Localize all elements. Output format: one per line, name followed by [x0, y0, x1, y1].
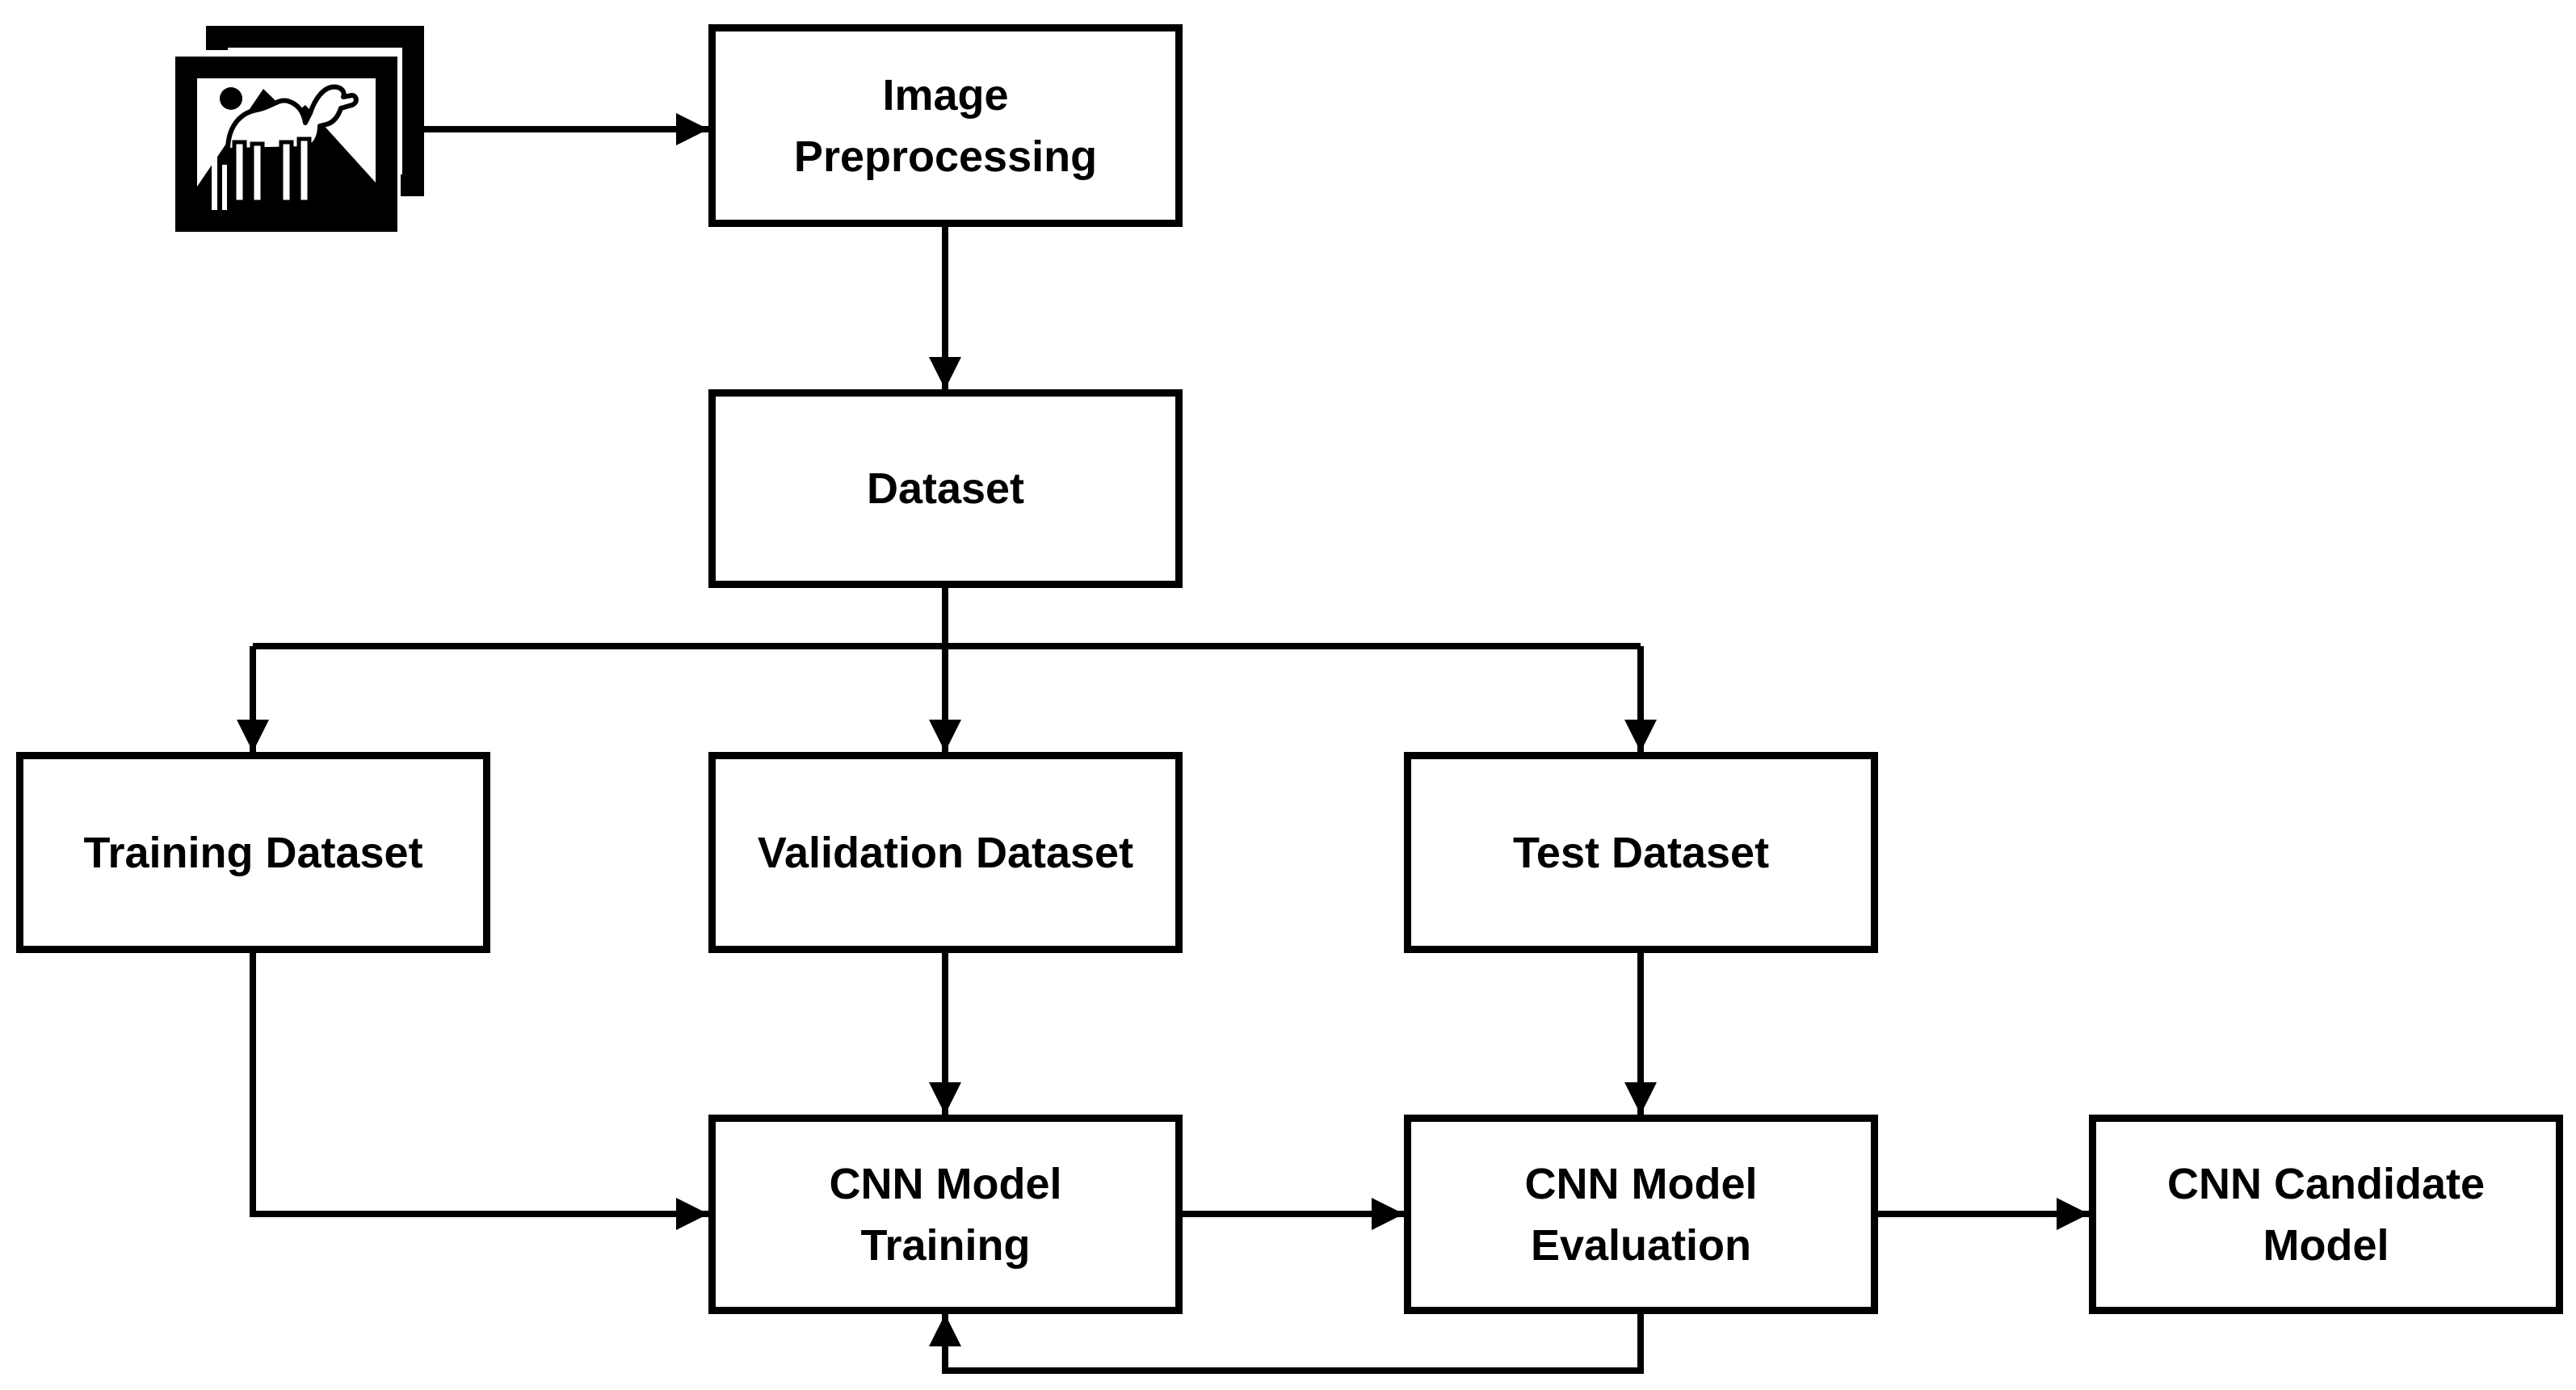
sun-glyph: [220, 87, 242, 110]
node-dataset: Dataset: [708, 389, 1183, 588]
node-label-line: Training: [860, 1220, 1031, 1270]
node-cnn-candidate-model: CNN Candidate Model: [2089, 1115, 2563, 1314]
node-test-dataset: Test Dataset: [1404, 752, 1878, 953]
node-label-line: Image: [882, 70, 1009, 120]
node-label-line: Dataset: [866, 464, 1025, 513]
stacked-images-icon: [169, 26, 424, 236]
node-label-line: Validation Dataset: [757, 828, 1134, 877]
node-validation-dataset: Validation Dataset: [708, 752, 1183, 953]
node-cnn-model-evaluation: CNN Model Evaluation: [1404, 1115, 1878, 1314]
node-label-line: Model: [2263, 1220, 2389, 1270]
node-label-line: Test Dataset: [1512, 828, 1770, 877]
node-label-line: CNN Model: [829, 1159, 1062, 1208]
edge-training-to-cnn-training: [250, 953, 708, 1230]
node-cnn-model-training: CNN Model Training: [708, 1115, 1183, 1314]
camel-glyph: [225, 84, 359, 204]
edge-evaluation-feedback-to-training: [929, 1314, 1644, 1374]
node-training-dataset: Training Dataset: [16, 752, 490, 953]
node-label-line: CNN Candidate: [2166, 1159, 2486, 1208]
node-image-preprocessing: Image Preprocessing: [708, 24, 1183, 227]
node-label-line: Training Dataset: [83, 828, 423, 877]
node-label-line: Evaluation: [1530, 1220, 1752, 1270]
node-label-line: CNN Model: [1524, 1159, 1758, 1208]
node-label-line: Preprocessing: [793, 132, 1098, 181]
